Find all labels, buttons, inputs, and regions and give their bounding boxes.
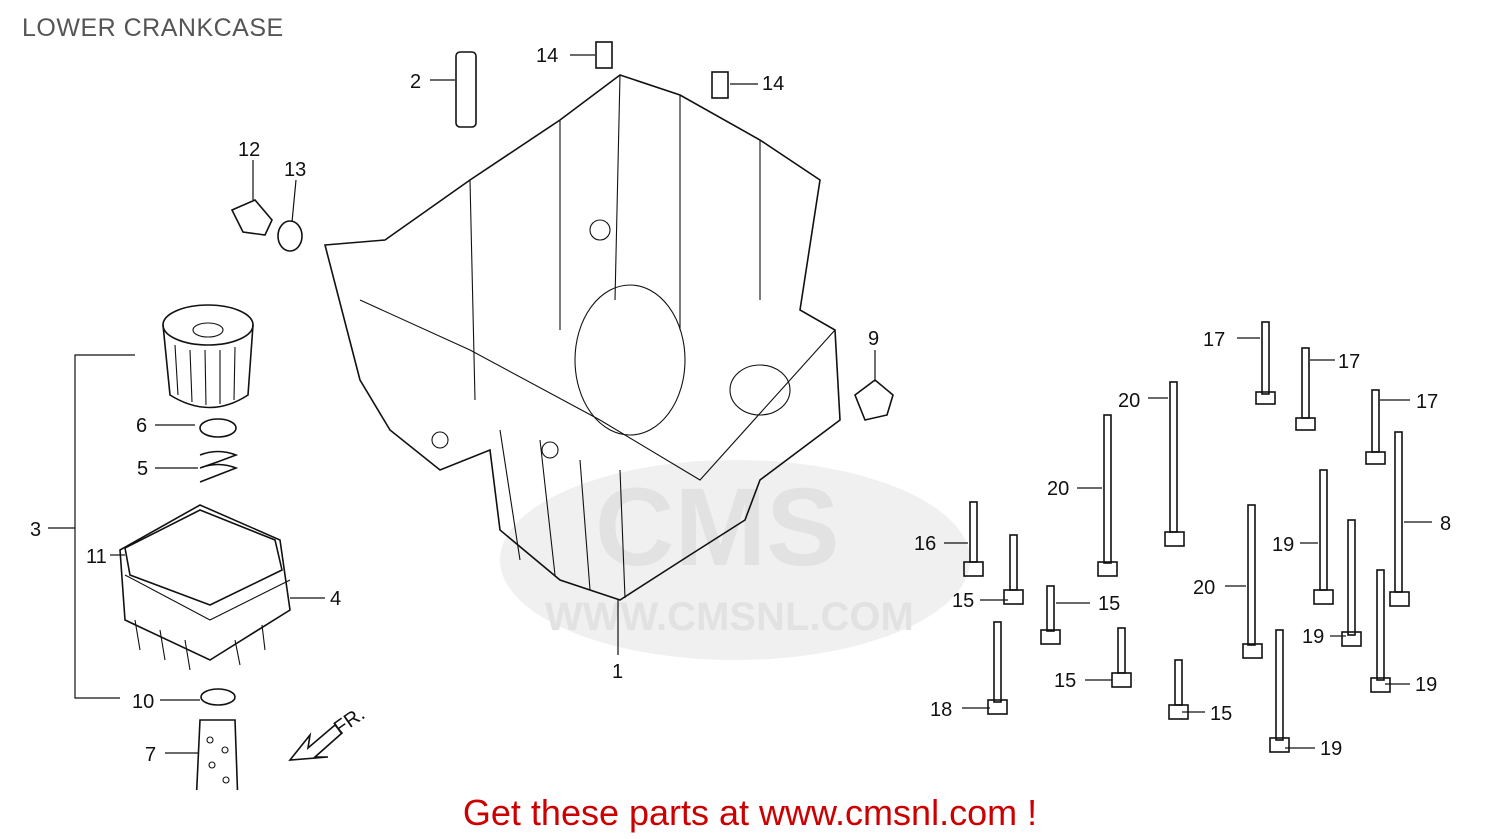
- callout-15c: 15: [1054, 670, 1076, 692]
- callout-19d: 19: [1320, 738, 1342, 760]
- callout-9: 9: [868, 328, 879, 350]
- footer-link-text[interactable]: Get these parts at www.cmsnl.com !: [462, 792, 1038, 833]
- page-title: LOWER CRANKCASE: [22, 14, 284, 42]
- gasket-11: [124, 509, 283, 606]
- drain-bolt-12: [230, 160, 273, 236]
- callout-19a: 19: [1272, 534, 1294, 556]
- front-arrow: [288, 723, 344, 761]
- callout-14a: 14: [536, 45, 558, 67]
- callout-15a: 15: [952, 590, 974, 612]
- bolt-set: [963, 321, 1410, 753]
- callout-16: 16: [914, 533, 936, 555]
- callout-20a: 20: [1118, 390, 1140, 412]
- watermark-brand: CMS: [595, 466, 839, 589]
- dowel-pin-2: [430, 51, 477, 128]
- callout-5: 5: [137, 458, 148, 480]
- callout-11: 11: [86, 546, 107, 568]
- callout-19b: 19: [1302, 626, 1324, 648]
- o-ring-10: [200, 688, 236, 706]
- oil-pan-4: [119, 504, 291, 671]
- washer-13: [277, 179, 303, 252]
- watermark: CMS WWW.CMSNL.COM: [500, 460, 970, 660]
- watermark-url: WWW.CMSNL.COM: [545, 595, 914, 639]
- callout-4: 4: [330, 588, 341, 610]
- bolt-leader-lines: [944, 337, 1432, 749]
- callout-20c: 20: [1193, 577, 1215, 599]
- callout-17a: 17: [1203, 329, 1225, 351]
- parts-diagram: CMS WWW.CMSNL.COM: [30, 41, 1451, 790]
- callout-10: 10: [132, 691, 154, 713]
- callout-6: 6: [136, 415, 147, 437]
- callout-17b: 17: [1338, 351, 1360, 373]
- callout-20b: 20: [1047, 478, 1069, 500]
- lower-crankcase-body: [323, 74, 841, 601]
- callout-15d: 15: [1210, 703, 1232, 725]
- oil-filter-element: [162, 304, 254, 409]
- o-ring-6: [199, 418, 237, 438]
- bearing-9: [854, 350, 894, 421]
- front-marker-label: FR.: [330, 703, 369, 740]
- callout-19c: 19: [1415, 674, 1437, 696]
- callout-2: 2: [410, 71, 421, 93]
- callout-8: 8: [1440, 513, 1451, 535]
- callout-7: 7: [145, 744, 156, 766]
- collar-14b: [711, 71, 729, 99]
- spring-5: [199, 450, 239, 483]
- callout-14b: 14: [762, 73, 784, 95]
- callout-15b: 15: [1098, 593, 1120, 615]
- callout-1: 1: [612, 661, 623, 683]
- callout-13: 13: [284, 159, 306, 181]
- callout-3: 3: [30, 519, 41, 541]
- callout-12: 12: [238, 139, 260, 161]
- callout-18: 18: [930, 699, 952, 721]
- strainer-7: [195, 719, 239, 790]
- collar-14a: [595, 41, 613, 69]
- callout-17c: 17: [1416, 391, 1438, 413]
